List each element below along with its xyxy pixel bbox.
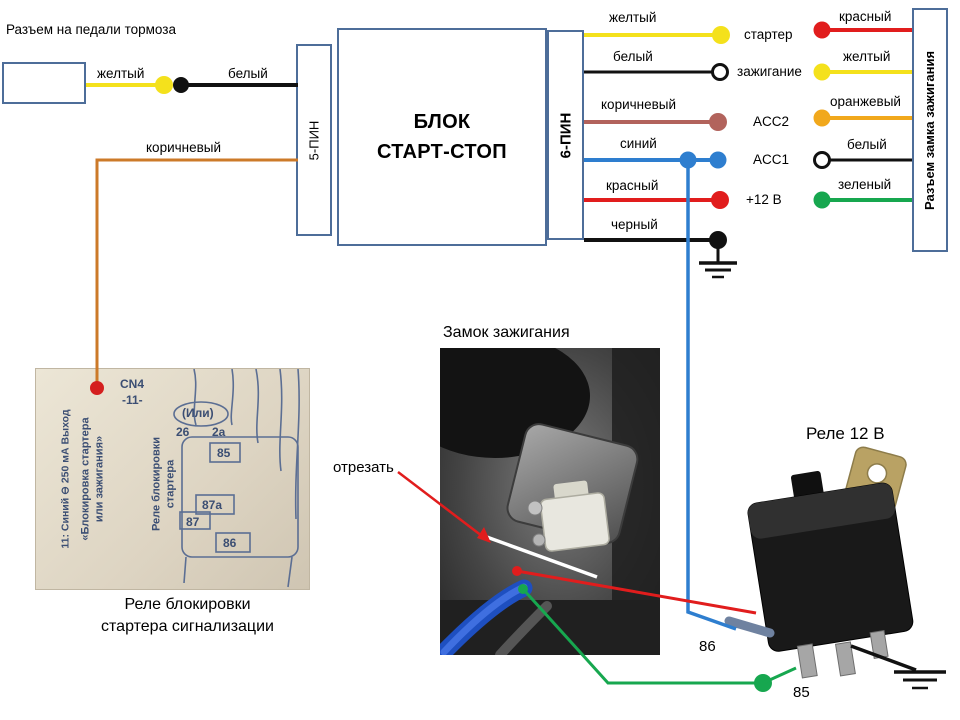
block-output-wires bbox=[584, 26, 730, 249]
start-stop-block-title: БЛОК СТАРТ-СТОП bbox=[377, 111, 507, 163]
acc1-terminal-label: ACC1 bbox=[753, 152, 790, 167]
lock-orange-wire-label: оранжевый bbox=[830, 94, 901, 109]
lock-white-wire-label: белый bbox=[847, 137, 887, 152]
lock-yellow-wire-label: желтый bbox=[843, 49, 891, 64]
pedal-wires bbox=[86, 76, 298, 94]
brake-pedal-connector-box bbox=[2, 62, 86, 104]
alarm-relay-caption-line1: Реле блокировки bbox=[124, 596, 251, 613]
block-ground-symbol bbox=[699, 246, 737, 279]
starter-terminal-label: стартер bbox=[744, 27, 793, 42]
alarm-cn4-label: CN4 bbox=[120, 377, 145, 391]
cut-wire-highlight bbox=[483, 534, 598, 579]
relay-pin-85-label: 85 bbox=[793, 684, 810, 701]
brake-pedal-connector-label: Разъем на педали тормоза bbox=[6, 22, 176, 37]
ignition-lock-photo-art bbox=[440, 348, 660, 655]
relay-12v-title: Реле 12 В bbox=[806, 424, 885, 443]
ignition-lock-connector-box: Разъем замка зажигания bbox=[912, 8, 948, 252]
red-wire-to-relay bbox=[512, 566, 757, 615]
alarm-pin-label: -11- bbox=[122, 393, 143, 407]
out-black-wire-label: черный bbox=[611, 217, 658, 232]
relay-body bbox=[747, 471, 914, 679]
relay-12v-photo bbox=[747, 446, 914, 679]
relay-pin-86-label: 86 bbox=[699, 638, 716, 655]
alarm-or-label: (Или) bbox=[182, 406, 214, 420]
pedal-yellow-wire-label: желтый bbox=[97, 66, 145, 81]
out-red-wire-label: красный bbox=[606, 178, 659, 193]
connector-5pin: 5-ПИН bbox=[296, 44, 332, 236]
out-white-wire-label: белый bbox=[613, 49, 653, 64]
out-yellow-wire-label: желтый bbox=[609, 10, 657, 25]
start-stop-block: БЛОК СТАРТ-СТОП bbox=[337, 28, 547, 246]
alarm-relay-scheme-lines bbox=[173, 369, 300, 588]
cut-arrow bbox=[397, 471, 491, 543]
alarm-contact-87: 87 bbox=[186, 515, 200, 529]
alarm-relay-caption-line2: стартера сигнализации bbox=[101, 618, 274, 635]
alarm-contact-26: 26 bbox=[176, 425, 190, 439]
acc2-terminal-label: ACC2 bbox=[753, 114, 790, 129]
pedal-brown-wire-label: коричневый bbox=[146, 140, 222, 155]
plus12-terminal-label: +12 В bbox=[746, 192, 782, 207]
lock-red-wire-label: красный bbox=[839, 9, 892, 24]
connector-6pin: 6-ПИН bbox=[547, 30, 584, 240]
relay-ground-symbol bbox=[850, 644, 946, 690]
alarm-relay-photo: CN4 -11- (Или) 26 2а 85 87а 87 86 Реле б… bbox=[35, 368, 310, 590]
alarm-contact-2a: 2а bbox=[212, 425, 226, 439]
ignition-lock-photo bbox=[440, 348, 660, 655]
lock-connector-wires bbox=[813, 21, 912, 209]
brown-wire-to-alarm-relay bbox=[90, 158, 298, 395]
acc1-to-relay-blue-wire bbox=[686, 168, 775, 638]
alarm-contact-87a: 87а bbox=[202, 498, 223, 512]
out-brown-wire-label: коричневый bbox=[601, 97, 677, 112]
green-wire-to-relay-85 bbox=[518, 584, 797, 692]
ignition-terminal-label: зажигание bbox=[737, 64, 802, 79]
cut-label: отрезать bbox=[333, 459, 394, 476]
out-blue-wire-label: синий bbox=[620, 136, 657, 151]
lock-green-wire-label: зеленый bbox=[838, 177, 892, 192]
ignition-lock-title: Замок зажигания bbox=[443, 324, 570, 341]
pedal-white-wire-label: белый bbox=[228, 66, 268, 81]
alarm-contact-85: 85 bbox=[217, 446, 231, 460]
alarm-contact-86: 86 bbox=[223, 536, 237, 550]
